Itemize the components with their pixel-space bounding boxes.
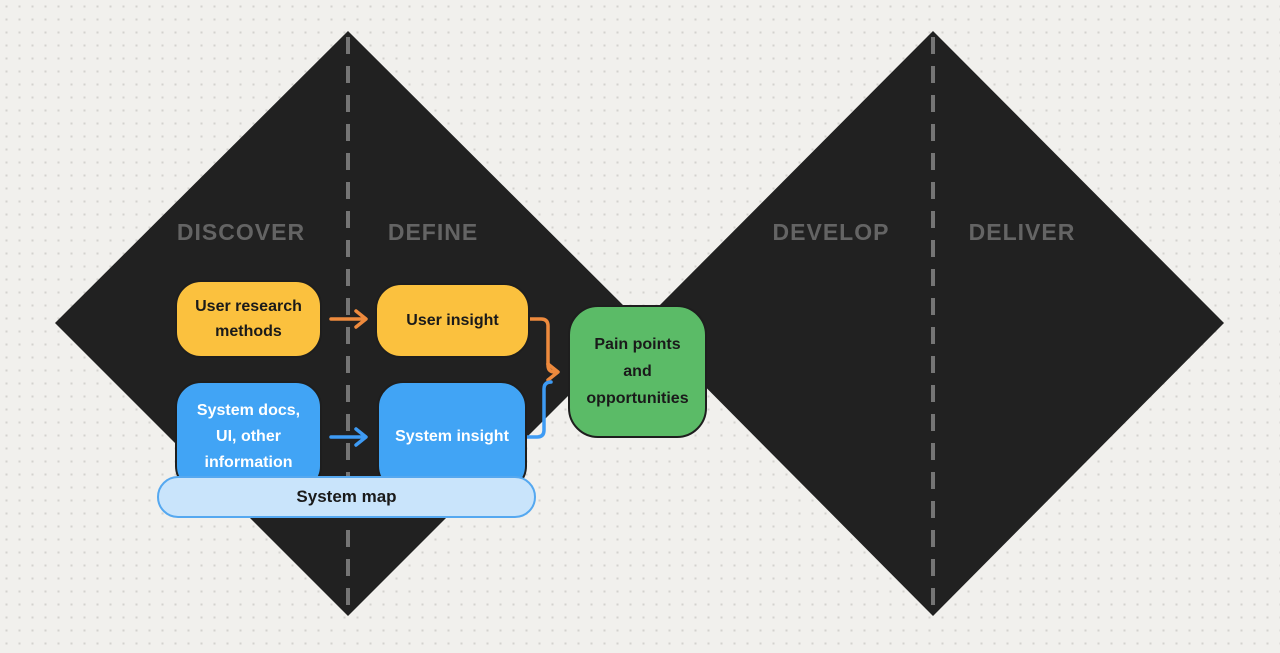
node-system-docs: System docs, UI, other information xyxy=(175,381,322,492)
node-system-map: System map xyxy=(157,476,536,518)
node-user-insight: User insight xyxy=(375,283,530,358)
phase-label-develop: DEVELOP xyxy=(772,219,890,245)
node-label-line: UI, other xyxy=(216,427,281,445)
node-label-line: User insight xyxy=(406,311,499,329)
phase-label-define: DEFINE xyxy=(387,219,479,245)
connector-user-insight-to-pain-points xyxy=(528,317,560,382)
diamond-discover-define xyxy=(55,31,641,616)
connector-user-research-to-user-insight xyxy=(329,309,368,329)
node-label-line: User research xyxy=(195,298,302,315)
node-label-line: and xyxy=(623,363,652,380)
diamond-develop-deliver xyxy=(642,31,1224,616)
node-label-line: methods xyxy=(215,323,282,340)
node-label-line: Pain points xyxy=(594,336,681,353)
node-label-line: System insight xyxy=(395,427,509,445)
phase-label-discover: DISCOVER xyxy=(176,219,306,245)
phase-label-deliver: DELIVER xyxy=(968,219,1076,245)
node-label-line: System map xyxy=(296,487,397,506)
connector-system-insight-to-pain-points xyxy=(525,380,553,439)
node-label-line: information xyxy=(204,453,293,471)
node-user-research-methods: User research methods xyxy=(175,280,322,358)
node-system-insight: System insight xyxy=(377,381,527,492)
node-pain-points-opportunities: Pain points and opportunities xyxy=(568,305,707,438)
node-label-line: opportunities xyxy=(586,390,689,407)
node-label-line: System docs, xyxy=(196,401,301,419)
connector-system-docs-to-system-insight xyxy=(329,427,368,447)
